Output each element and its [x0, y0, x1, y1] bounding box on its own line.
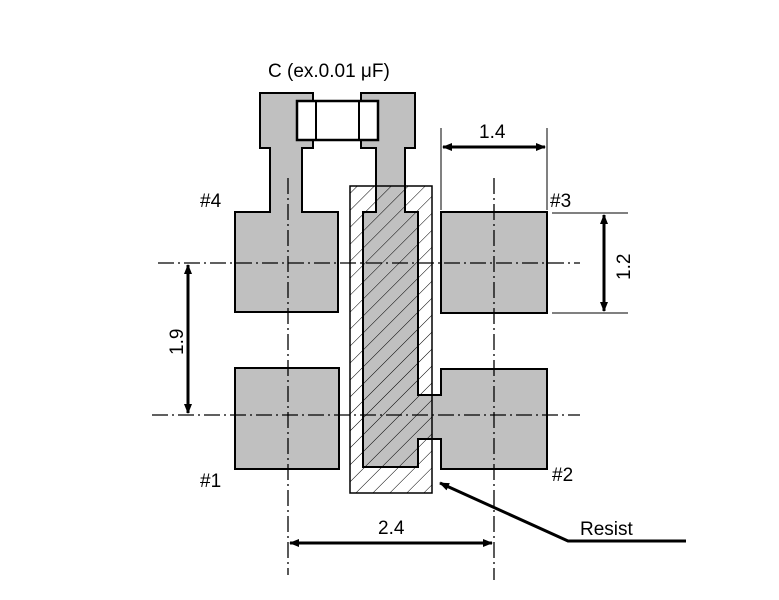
resist-label: Resist [580, 519, 634, 540]
pad-1-label: #1 [200, 471, 221, 492]
dim-label-1-2: 1.2 [614, 254, 635, 280]
capacitor-left-pad [234, 92, 339, 313]
pad-4-label: #4 [200, 191, 222, 212]
capacitor-label: C (ex.0.01 μF) [268, 61, 390, 82]
pad-1 [234, 367, 340, 470]
capacitor-body [295, 99, 380, 142]
resist-area [349, 185, 433, 494]
center-lines [152, 178, 580, 580]
dim-label-2-4: 2.4 [378, 518, 405, 539]
pad-2-label: #2 [552, 465, 573, 486]
dim-label-1-9: 1.9 [167, 329, 188, 355]
dim-label-1-4: 1.4 [479, 122, 506, 143]
resist-leader [439, 481, 686, 543]
pad-3-label: #3 [550, 191, 571, 212]
